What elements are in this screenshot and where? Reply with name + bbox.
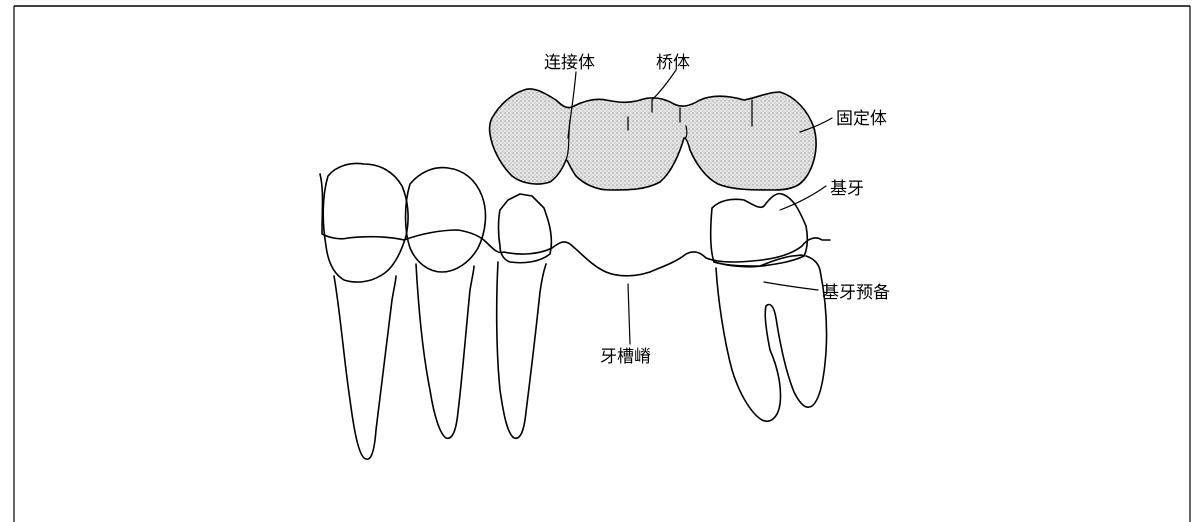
tooth-1-root	[334, 276, 396, 459]
leader-pontic	[652, 70, 676, 100]
tooth-3-root	[497, 262, 546, 438]
label-alveolar-ridge: 牙槽嵴	[600, 347, 651, 367]
label-abutment: 基牙	[830, 179, 864, 199]
leader-abutment-prep	[764, 282, 818, 290]
tooth-3-prepared	[497, 194, 552, 438]
tooth-1-crown	[323, 164, 408, 283]
label-abutment-prep: 基牙预备	[822, 283, 890, 303]
label-connector: 连接体	[544, 53, 595, 73]
tooth-2	[406, 168, 486, 439]
tooth-1	[323, 164, 408, 460]
label-retainer: 固定体	[836, 109, 887, 129]
tooth-2-crown	[406, 168, 486, 272]
tooth-4-roots	[716, 256, 827, 421]
fixed-bridge	[490, 89, 816, 190]
tooth-2-root	[416, 264, 474, 438]
leader-alveolar-ridge	[628, 284, 630, 344]
bridge-outline	[490, 89, 816, 190]
label-pontic: 桥体	[656, 53, 690, 73]
tooth-4-abutment	[711, 194, 827, 422]
